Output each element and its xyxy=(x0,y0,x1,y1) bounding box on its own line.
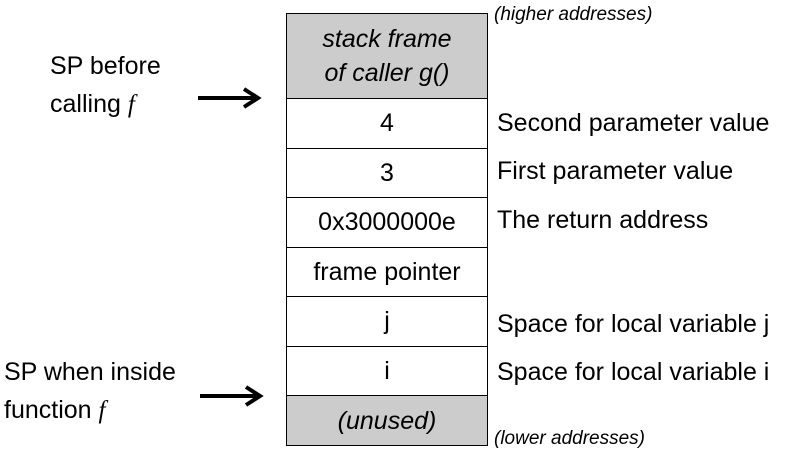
desc-first-param: First parameter value xyxy=(497,157,734,185)
stack-cell-caller-frame: stack frame of caller g() xyxy=(287,14,487,99)
desc-second-param: Second parameter value xyxy=(497,109,770,137)
stack-cell-local-i: i xyxy=(287,346,487,396)
sp-inside-line2: function f xyxy=(4,391,176,430)
stack-cell-first-param: 3 xyxy=(287,148,487,198)
sp-before-line1: SP before xyxy=(50,52,161,80)
lower-addresses-label: (lower addresses) xyxy=(494,428,645,449)
sp-before-line2: calling f xyxy=(50,85,161,124)
sp-before-func: f xyxy=(127,91,135,118)
sp-inside-label: SP when inside function f xyxy=(4,353,176,430)
stack-cell-unused: (unused) xyxy=(287,396,487,445)
desc-local-j: Space for local variable j xyxy=(497,310,770,338)
sp-inside-func: f xyxy=(98,397,106,424)
stack-diagram: stack frame of caller g() 4 3 0x3000000e… xyxy=(286,13,488,446)
stack-cell-local-j: j xyxy=(287,297,487,347)
caller-frame-line1: stack frame xyxy=(322,25,452,53)
sp-inside-line2-text: function xyxy=(4,396,99,424)
sp-inside-line1: SP when inside xyxy=(4,358,176,386)
caller-frame-line2: of caller g() xyxy=(324,59,450,87)
stack-cell-frame-pointer: frame pointer xyxy=(287,247,487,297)
sp-before-arrow-icon xyxy=(198,87,262,109)
sp-before-line2-text: calling xyxy=(50,90,128,118)
sp-before-label: SP before calling f xyxy=(50,47,161,124)
desc-local-i: Space for local variable i xyxy=(497,358,770,386)
sp-inside-arrow-icon xyxy=(200,385,264,407)
stack-cell-return-address: 0x3000000e xyxy=(287,198,487,248)
higher-addresses-label: (higher addresses) xyxy=(494,4,653,25)
stack-cell-second-param: 4 xyxy=(287,99,487,149)
desc-return-address: The return address xyxy=(497,206,709,234)
